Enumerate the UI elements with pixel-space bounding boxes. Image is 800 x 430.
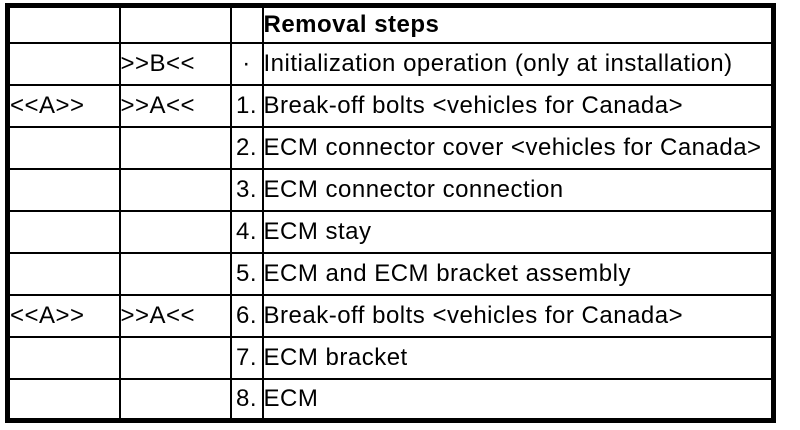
description-cell: ECM connector connection bbox=[261, 167, 775, 212]
marker-a-cell bbox=[6, 125, 121, 170]
marker-a-cell bbox=[6, 251, 121, 296]
table-row: <<A>> >>A<< 1. Break-off bolts <vehicles… bbox=[6, 83, 775, 128]
step-number-cell: 2. bbox=[229, 125, 264, 170]
marker-b-cell bbox=[118, 335, 232, 380]
table-row: 3. ECM connector connection bbox=[6, 167, 775, 212]
marker-b-cell bbox=[118, 167, 232, 212]
table-row: 4. ECM stay bbox=[6, 209, 775, 254]
marker-b-cell: >>B<< bbox=[118, 41, 232, 86]
marker-a-cell bbox=[6, 41, 121, 86]
description-cell: ECM bracket bbox=[261, 335, 775, 380]
step-number-cell: 5. bbox=[229, 251, 264, 296]
marker-a-cell bbox=[6, 209, 121, 254]
table-header-row: Removal steps bbox=[6, 4, 775, 44]
table-row: 5. ECM and ECM bracket assembly bbox=[6, 251, 775, 296]
marker-a-cell: <<A>> bbox=[6, 293, 121, 338]
marker-a-cell bbox=[6, 167, 121, 212]
removal-steps-table: Removal steps >>B<< · Initialization ope… bbox=[5, 3, 776, 423]
marker-b-cell bbox=[118, 125, 232, 170]
marker-b-cell: >>A<< bbox=[118, 293, 232, 338]
marker-b-cell bbox=[118, 251, 232, 296]
description-cell: ECM and ECM bracket assembly bbox=[261, 251, 775, 296]
marker-a-cell: <<A>> bbox=[6, 83, 121, 128]
marker-b-cell: >>A<< bbox=[118, 83, 232, 128]
header-step-cell bbox=[229, 4, 264, 44]
marker-b-cell bbox=[118, 209, 232, 254]
description-cell: Break-off bolts <vehicles for Canada> bbox=[261, 83, 775, 128]
table-title: Removal steps bbox=[261, 4, 775, 44]
marker-b-cell bbox=[118, 377, 232, 422]
description-cell: Initialization operation (only at instal… bbox=[261, 41, 775, 86]
step-number-cell: 6. bbox=[229, 293, 264, 338]
step-number-cell: 8. bbox=[229, 377, 264, 422]
step-number-cell: · bbox=[229, 41, 264, 86]
table-row: 7. ECM bracket bbox=[6, 335, 775, 380]
table-row: >>B<< · Initialization operation (only a… bbox=[6, 41, 775, 86]
step-number-cell: 3. bbox=[229, 167, 264, 212]
description-cell: ECM connector cover <vehicles for Canada… bbox=[261, 125, 775, 170]
marker-a-cell bbox=[6, 335, 121, 380]
step-number-cell: 4. bbox=[229, 209, 264, 254]
marker-a-cell bbox=[6, 377, 121, 422]
description-cell: ECM stay bbox=[261, 209, 775, 254]
header-marker-a-cell bbox=[6, 4, 121, 44]
table-row: <<A>> >>A<< 6. Break-off bolts <vehicles… bbox=[6, 293, 775, 338]
description-cell: ECM bbox=[261, 377, 775, 422]
table-row: 8. ECM bbox=[6, 377, 775, 422]
step-number-cell: 1. bbox=[229, 83, 264, 128]
step-number-cell: 7. bbox=[229, 335, 264, 380]
description-cell: Break-off bolts <vehicles for Canada> bbox=[261, 293, 775, 338]
header-marker-b-cell bbox=[118, 4, 232, 44]
table-row: 2. ECM connector cover <vehicles for Can… bbox=[6, 125, 775, 170]
